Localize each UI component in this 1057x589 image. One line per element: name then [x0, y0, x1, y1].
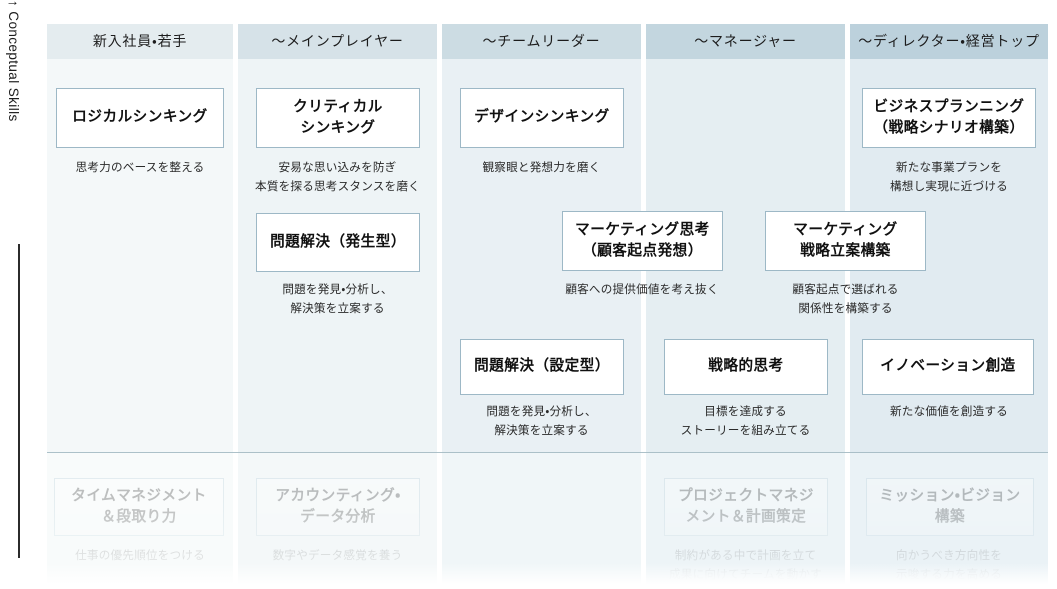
caption-marketing-thinking: 顧客への提供価値を考え抜く [565, 283, 719, 296]
column-header-manager: 〜マネージャー [646, 24, 845, 59]
column-lower-band-director [850, 452, 1048, 589]
axis-label: ↑ Conceptual Skills [6, 0, 21, 122]
caption-business-planning: 新たな事業プランを構想し実現に近づける [890, 161, 1008, 194]
card-business-planning[interactable]: ビジネスプランニング（戦略シナリオ構築） [862, 88, 1036, 148]
card-marketing-thinking[interactable]: マーケティング思考（顧客起点発想） [562, 211, 723, 271]
card-logical-thinking[interactable]: ロジカルシンキング [56, 88, 224, 148]
column-lower-band-manager [646, 452, 845, 589]
card-problem-solving-setting[interactable]: 問題解決（設定型） [460, 339, 624, 395]
axis-line [18, 244, 20, 558]
caption-critical-thinking: 安易な思い込みを防ぎ本質を探る思考スタンスを磨く [255, 161, 420, 194]
card-innovation-creation[interactable]: イノベーション創造 [862, 339, 1034, 395]
section-divider [47, 452, 1048, 454]
column-header-mainplayer: 〜メインプレイヤー [238, 24, 437, 59]
column-lower-band-teamleader [442, 452, 641, 589]
caption-problem-solving-occurrence: 問題を発見・分析し、解決策を立案する [282, 283, 393, 316]
column-lower-band-newcomer [47, 452, 233, 589]
caption-problem-solving-setting: 問題を発見・分析し、解決策を立案する [486, 405, 597, 438]
column-body-manager [646, 59, 845, 589]
caption-logical-thinking: 思考力のベースを整える [75, 161, 205, 174]
caption-innovation-creation: 新たな価値を創造する [890, 405, 1008, 418]
card-critical-thinking[interactable]: クリティカルシンキング [256, 88, 420, 148]
caption-strategic-thinking: 目標を達成するストーリーを組み立てる [680, 405, 811, 438]
caption-design-thinking: 観察眼と発想力を磨く [482, 161, 601, 174]
column-header-newcomer: 新入社員・若手 [47, 24, 233, 59]
card-problem-solving-occurrence[interactable]: 問題解決（発生型） [256, 213, 420, 272]
column-header-teamleader: 〜チームリーダー [442, 24, 641, 59]
column-lower-band-mainplayer [238, 452, 437, 589]
card-strategic-thinking[interactable]: 戦略的思考 [664, 339, 828, 395]
card-marketing-strategy[interactable]: マーケティング戦略立案構築 [765, 211, 926, 271]
column-header-director: 〜ディレクター・経営トップ [850, 24, 1048, 59]
caption-marketing-strategy: 顧客起点で選ばれる関係性を構築する [792, 283, 899, 316]
card-design-thinking[interactable]: デザインシンキング [460, 88, 624, 148]
conceptual-skills-axis: ↑ Conceptual Skills [0, 0, 34, 558]
